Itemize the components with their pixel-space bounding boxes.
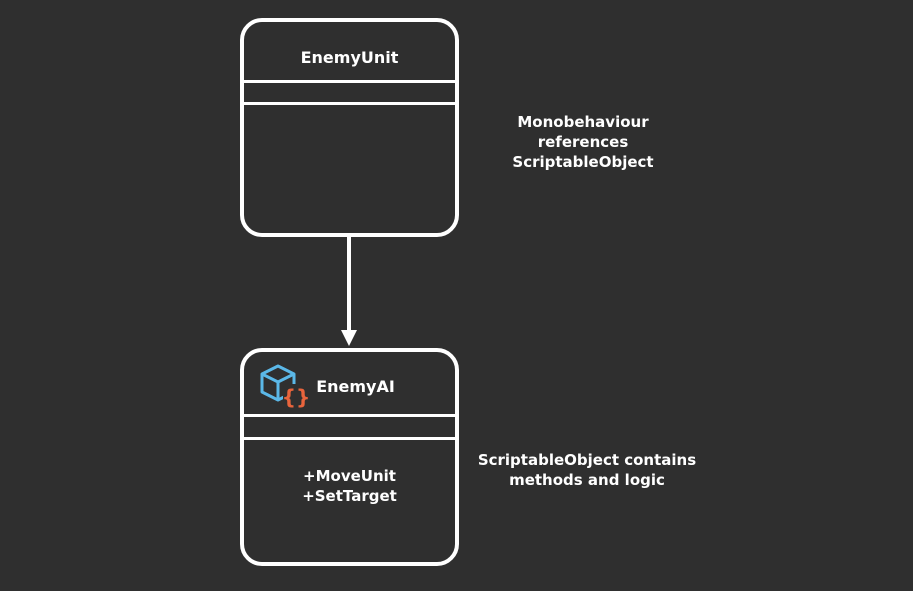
svg-text:{}: {} — [282, 385, 310, 409]
bottom-annotation: ScriptableObject contains methods and lo… — [477, 451, 697, 489]
enemyunit-class-box[interactable]: EnemyUnit — [240, 18, 459, 237]
class-divider — [244, 102, 455, 105]
method-list: +MoveUnit +SetTarget — [244, 466, 455, 506]
enemyunit-class-name: EnemyUnit — [300, 48, 399, 67]
enemyai-class-box[interactable]: {} EnemyAI +MoveUnit +SetTarget — [240, 348, 459, 566]
class-divider — [244, 437, 455, 440]
class-divider — [244, 414, 455, 417]
method-set-target: +SetTarget — [302, 487, 397, 505]
scriptable-object-icon: {} — [256, 362, 312, 412]
method-move-unit: +MoveUnit — [303, 467, 396, 485]
class-divider — [244, 80, 455, 83]
enemyai-class-name: EnemyAI — [316, 377, 395, 396]
top-annotation: Monobehaviour references ScriptableObjec… — [512, 113, 654, 171]
